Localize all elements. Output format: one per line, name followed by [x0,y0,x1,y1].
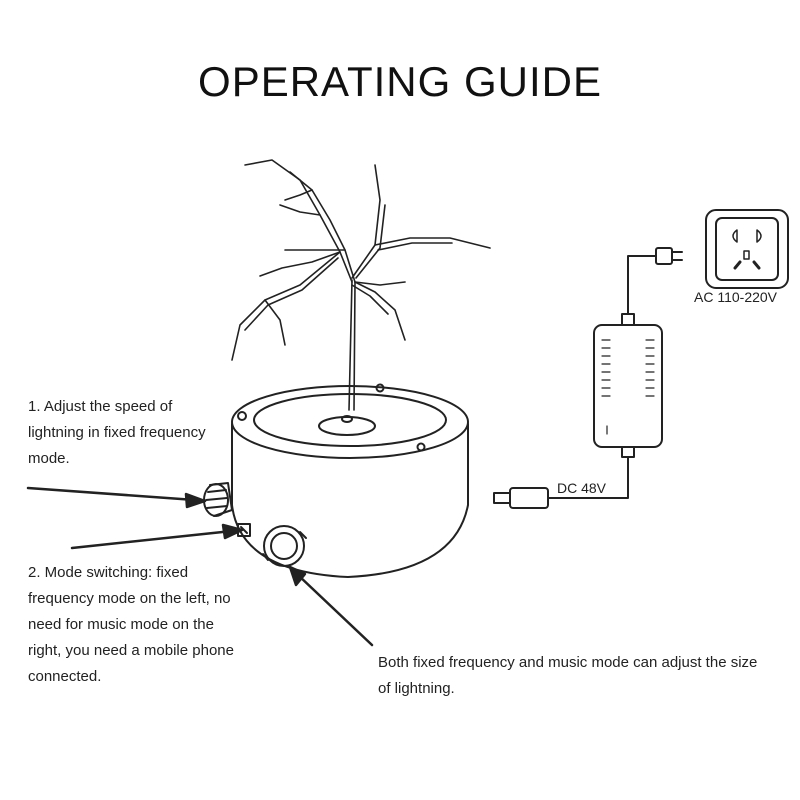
mode-instruction: 2. Mode switching: fixed frequency mode … [28,564,234,685]
wall-plug-drawing [655,247,683,265]
wall-socket-icon [705,209,789,289]
speed-knob [203,482,233,517]
lightning-tree-drawing [231,159,491,411]
pointer-arrows [26,486,374,647]
dc-connector-drawing [493,487,549,509]
speed-instruction: 1. Adjust the speed of lightning in fixe… [28,398,206,467]
page-title: OPERATING GUIDE [198,58,602,105]
size-instruction: Both fixed frequency and music mode can … [378,654,758,697]
ac-voltage-label: AC 110-220V [694,289,778,305]
power-adapter-drawing [547,255,663,499]
dc-voltage-label: DC 48V [557,480,607,496]
device-base-drawing [231,383,469,578]
size-knob [262,525,307,567]
